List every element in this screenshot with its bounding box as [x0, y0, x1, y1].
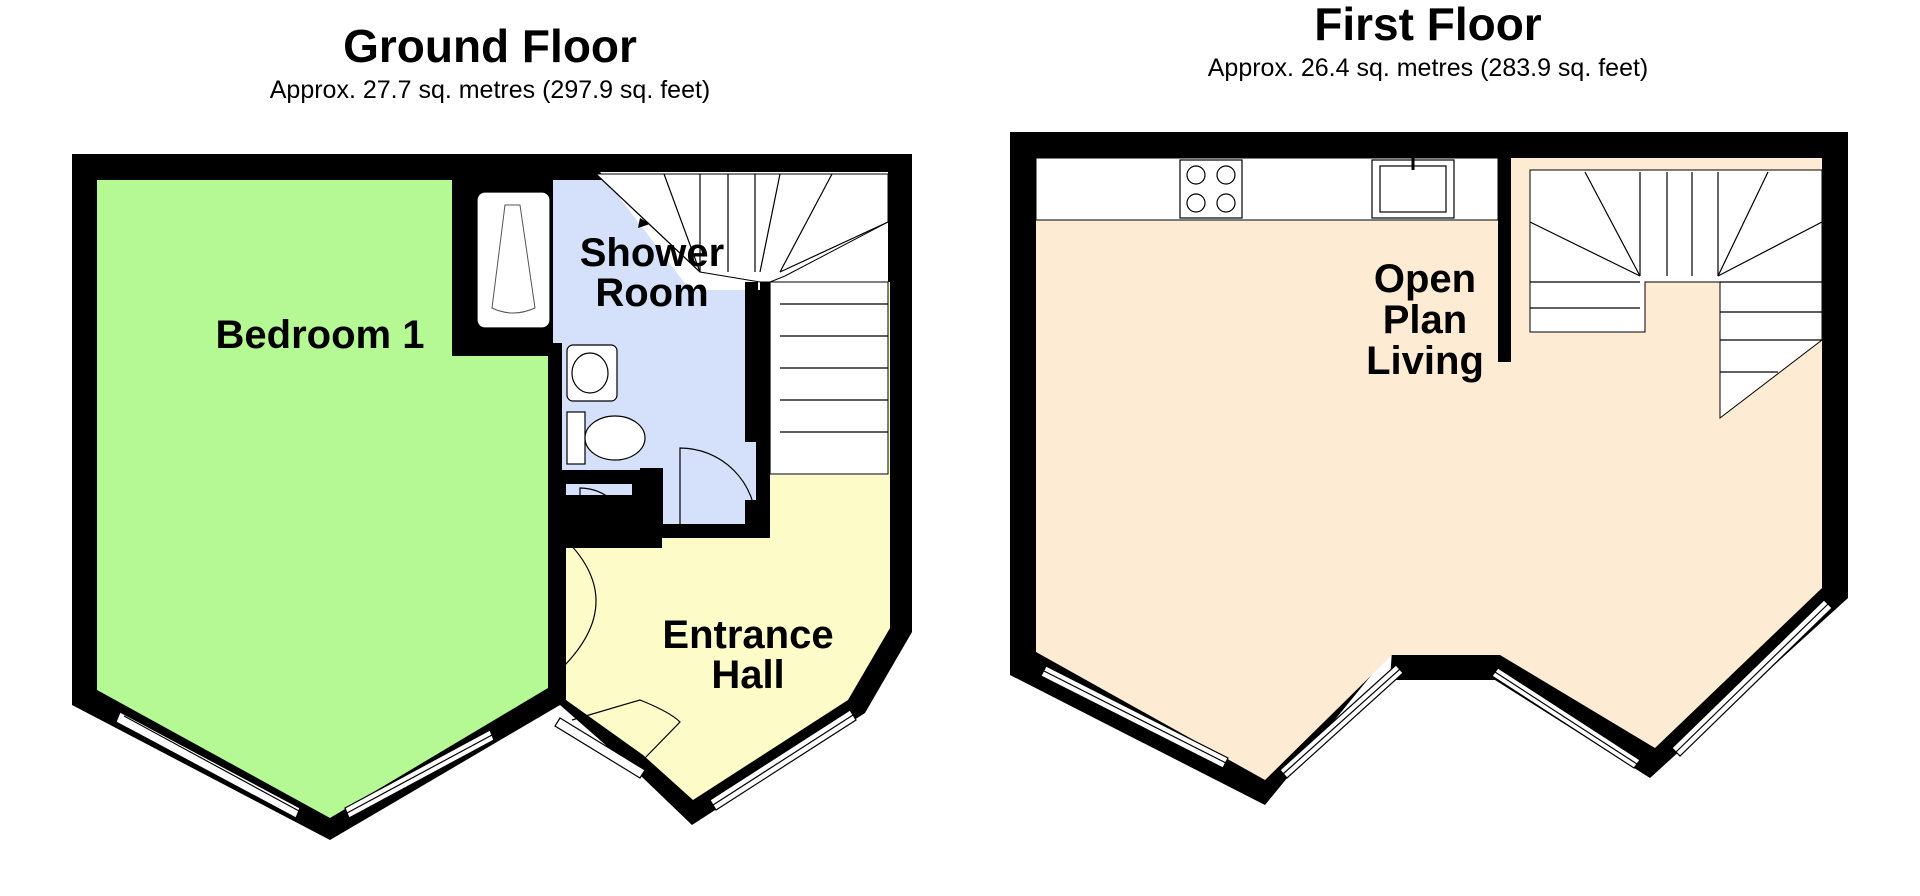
bedroom-door-jamb [548, 480, 566, 600]
open-plan-living-label-line3: Living [1366, 339, 1484, 383]
front-door-swing [571, 699, 681, 761]
shower-room-label-line2: Room [595, 271, 708, 315]
entrance-hall-label-line2: Hall [711, 653, 784, 697]
ground-floor-title: Ground Floor [343, 20, 637, 72]
cupboard-wall-top [562, 470, 646, 484]
sink-icon [1371, 158, 1455, 219]
entrance-hall-label-line1: Entrance [662, 613, 833, 657]
basin-bowl [571, 352, 609, 394]
wc-cistern [566, 411, 586, 465]
shower-wall-right [745, 282, 758, 442]
bedroom-1-label: Bedroom 1 [216, 313, 425, 357]
bedroom-1-area [97, 180, 548, 818]
open-plan-living-label-line1: Open [1374, 257, 1476, 301]
ground-hall-window [709, 709, 857, 811]
bedroom-door-swing [561, 534, 597, 669]
first-right-window-2 [1671, 599, 1833, 757]
first-floor-staircase [1529, 169, 1823, 420]
bathroom-wall-left [452, 168, 465, 356]
bath-basin-outline [491, 204, 536, 314]
first-left-window-2 [1279, 664, 1404, 779]
ground-floor-area: Approx. 27.7 sq. metres (297.9 sq. feet) [270, 76, 711, 104]
ground-bedroom-window-left [115, 711, 301, 819]
basin-icon [566, 344, 618, 402]
hob-icon [1179, 159, 1243, 219]
ground-staircase [594, 173, 889, 475]
first-floor-title: First Floor [1314, 0, 1542, 50]
shower-wall-bottom [646, 524, 758, 538]
shower-door-swing [679, 447, 757, 525]
first-floor-plan: First Floor Approx. 26.4 sq. metres (283… [1010, 0, 1848, 805]
cupboard-wall-right [632, 470, 646, 540]
first-right-window-1 [1491, 667, 1641, 769]
first-floor-area: Approx. 26.4 sq. metres (283.9 sq. feet) [1208, 54, 1649, 82]
stair-arrow-icon [638, 218, 650, 228]
open-plan-living-label-line2: Plan [1383, 298, 1467, 342]
ground-bedroom-window-right [344, 729, 495, 819]
bathroom-wall-bottom [452, 343, 558, 356]
bath-icon [476, 191, 551, 329]
wc-icon [584, 415, 646, 461]
shower-room-label-line1: Shower [580, 231, 724, 275]
cupboard-door-swing [579, 487, 629, 548]
first-left-window-1 [1040, 665, 1229, 769]
ground-front-door [554, 717, 646, 779]
ground-floor-plan: Ground Floor Approx. 27.7 sq. metres (29… [72, 20, 912, 840]
stair-partition-wall [1498, 158, 1511, 362]
